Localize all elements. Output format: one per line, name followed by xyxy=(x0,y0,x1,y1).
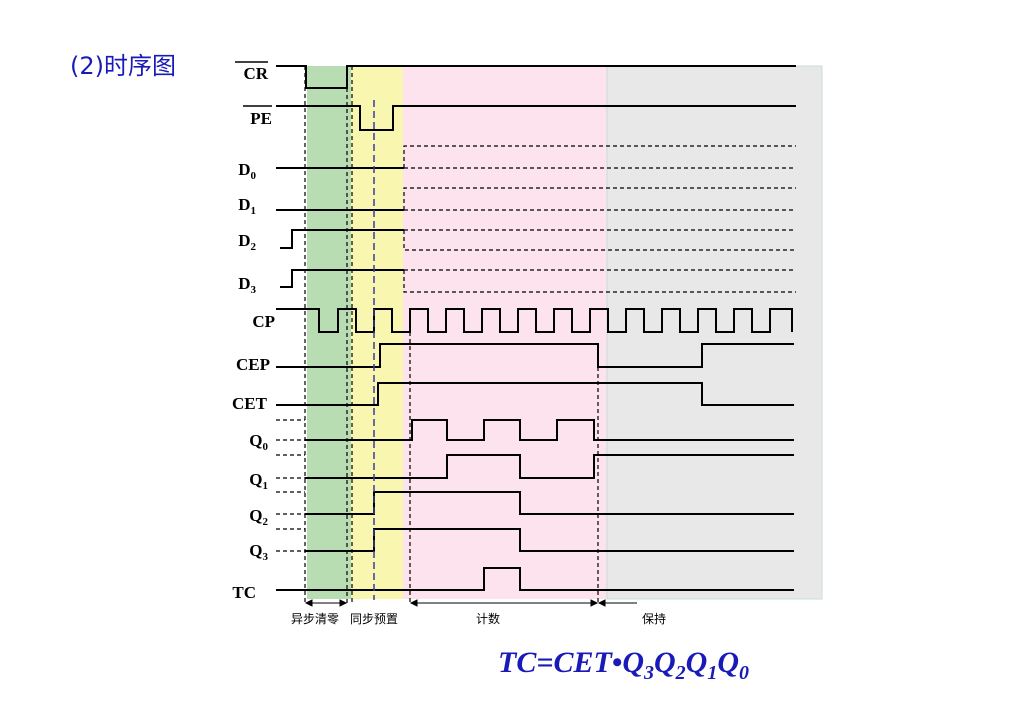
signal-label-q1: Q1 xyxy=(249,470,268,492)
formula-lhs: TC xyxy=(498,646,537,679)
signal-label-cep: CEP xyxy=(236,355,270,374)
signal-subscript: 3 xyxy=(263,551,269,563)
signal-name: CR xyxy=(243,64,268,83)
phase-label-hold: 保持 xyxy=(642,611,666,626)
formula-term-sub: 1 xyxy=(707,662,718,684)
signal-label-d2: D2 xyxy=(238,231,256,253)
signal-name: D xyxy=(238,195,250,214)
signal-label-q0: Q0 xyxy=(249,431,268,453)
formula-term-var: Q xyxy=(717,646,739,679)
formula-rhs: CET• xyxy=(553,646,623,679)
wave-pe xyxy=(276,105,796,131)
formula-term-var: Q xyxy=(653,646,676,679)
formula-term-sub: 0 xyxy=(739,662,749,684)
phase-label-sync-preset: 同步预置 xyxy=(350,612,398,626)
phase-label-count: 计数 xyxy=(476,611,500,626)
signal-name: CP xyxy=(252,312,275,331)
signal-name: PE xyxy=(250,109,272,128)
formula-term-var: Q xyxy=(685,646,708,679)
formula-terms: Q3Q2Q1Q0 xyxy=(622,646,749,684)
d0-high-dashed xyxy=(403,145,796,168)
arrowhead-hold-l xyxy=(597,599,606,607)
signal-label-d1: D1 xyxy=(238,195,256,217)
signal-label-d0: D0 xyxy=(238,160,256,182)
page-title: (2)时序图 xyxy=(70,52,176,80)
signal-subscript: 2 xyxy=(263,516,269,528)
signal-name: CET xyxy=(232,394,268,413)
signal-subscript: 2 xyxy=(251,241,257,253)
signal-label-d3: D3 xyxy=(238,274,256,296)
signal-name: TC xyxy=(232,583,256,602)
signal-name: D xyxy=(238,231,250,250)
phase-label-async-clear: 异步清零 xyxy=(291,612,339,626)
signal-subscript: 0 xyxy=(263,441,269,453)
formula-term-sub: 3 xyxy=(643,662,654,684)
signal-label-pe: PE xyxy=(250,109,272,128)
signal-name: D xyxy=(238,160,250,179)
signal-label-q2: Q2 xyxy=(249,506,268,528)
signal-subscript: 3 xyxy=(251,284,257,296)
signal-name: Q xyxy=(249,431,262,450)
signal-name: Q xyxy=(249,470,262,489)
d2-low-dashed xyxy=(403,230,796,251)
arrowhead-clear-l xyxy=(304,599,313,607)
wave-cep xyxy=(276,343,794,368)
wave-q0 xyxy=(305,419,794,441)
arrowhead-clear-r xyxy=(339,599,348,607)
dashed-lines xyxy=(276,66,796,605)
wave-q2 xyxy=(305,491,794,515)
signal-name: Q xyxy=(249,506,262,525)
signal-labels: CR PE D0 D1 D2 D3 CP CEP CET Q0 Q1 Q2 Q3… xyxy=(232,61,275,602)
signal-label-cr: CR xyxy=(243,64,268,83)
wave-d2 xyxy=(280,229,404,249)
signal-label-q3: Q3 xyxy=(249,541,268,563)
signal-name: D xyxy=(238,274,250,293)
wave-cr xyxy=(276,65,796,89)
signal-name: CEP xyxy=(236,355,270,374)
arrowhead-count-r xyxy=(590,599,599,607)
signal-subscript: 1 xyxy=(263,480,269,492)
d3-low-dashed xyxy=(403,270,796,293)
formula-equals: = xyxy=(536,646,554,679)
wave-q3 xyxy=(305,528,794,552)
wave-cet xyxy=(276,382,794,406)
signal-label-cp: CP xyxy=(252,312,275,331)
d1-high-dashed xyxy=(403,187,796,210)
wave-d3 xyxy=(280,269,404,288)
waveforms xyxy=(276,65,796,591)
formula-term-sub: 2 xyxy=(675,662,686,684)
signal-subscript: 0 xyxy=(251,170,257,182)
wave-q1 xyxy=(305,454,794,479)
signal-label-cet: CET xyxy=(232,394,268,413)
wave-tc xyxy=(276,567,794,591)
arrowhead-count-l xyxy=(409,599,418,607)
signal-label-tc: TC xyxy=(232,583,256,602)
signal-subscript: 1 xyxy=(251,205,257,217)
signal-name: Q xyxy=(249,541,262,560)
phase-bg-hold xyxy=(606,65,823,600)
tc-formula: TC=CET•Q3Q2Q1Q0 xyxy=(498,646,749,685)
formula-term-var: Q xyxy=(622,646,644,679)
phase-arrows xyxy=(304,599,637,607)
wave-cp xyxy=(276,308,793,333)
